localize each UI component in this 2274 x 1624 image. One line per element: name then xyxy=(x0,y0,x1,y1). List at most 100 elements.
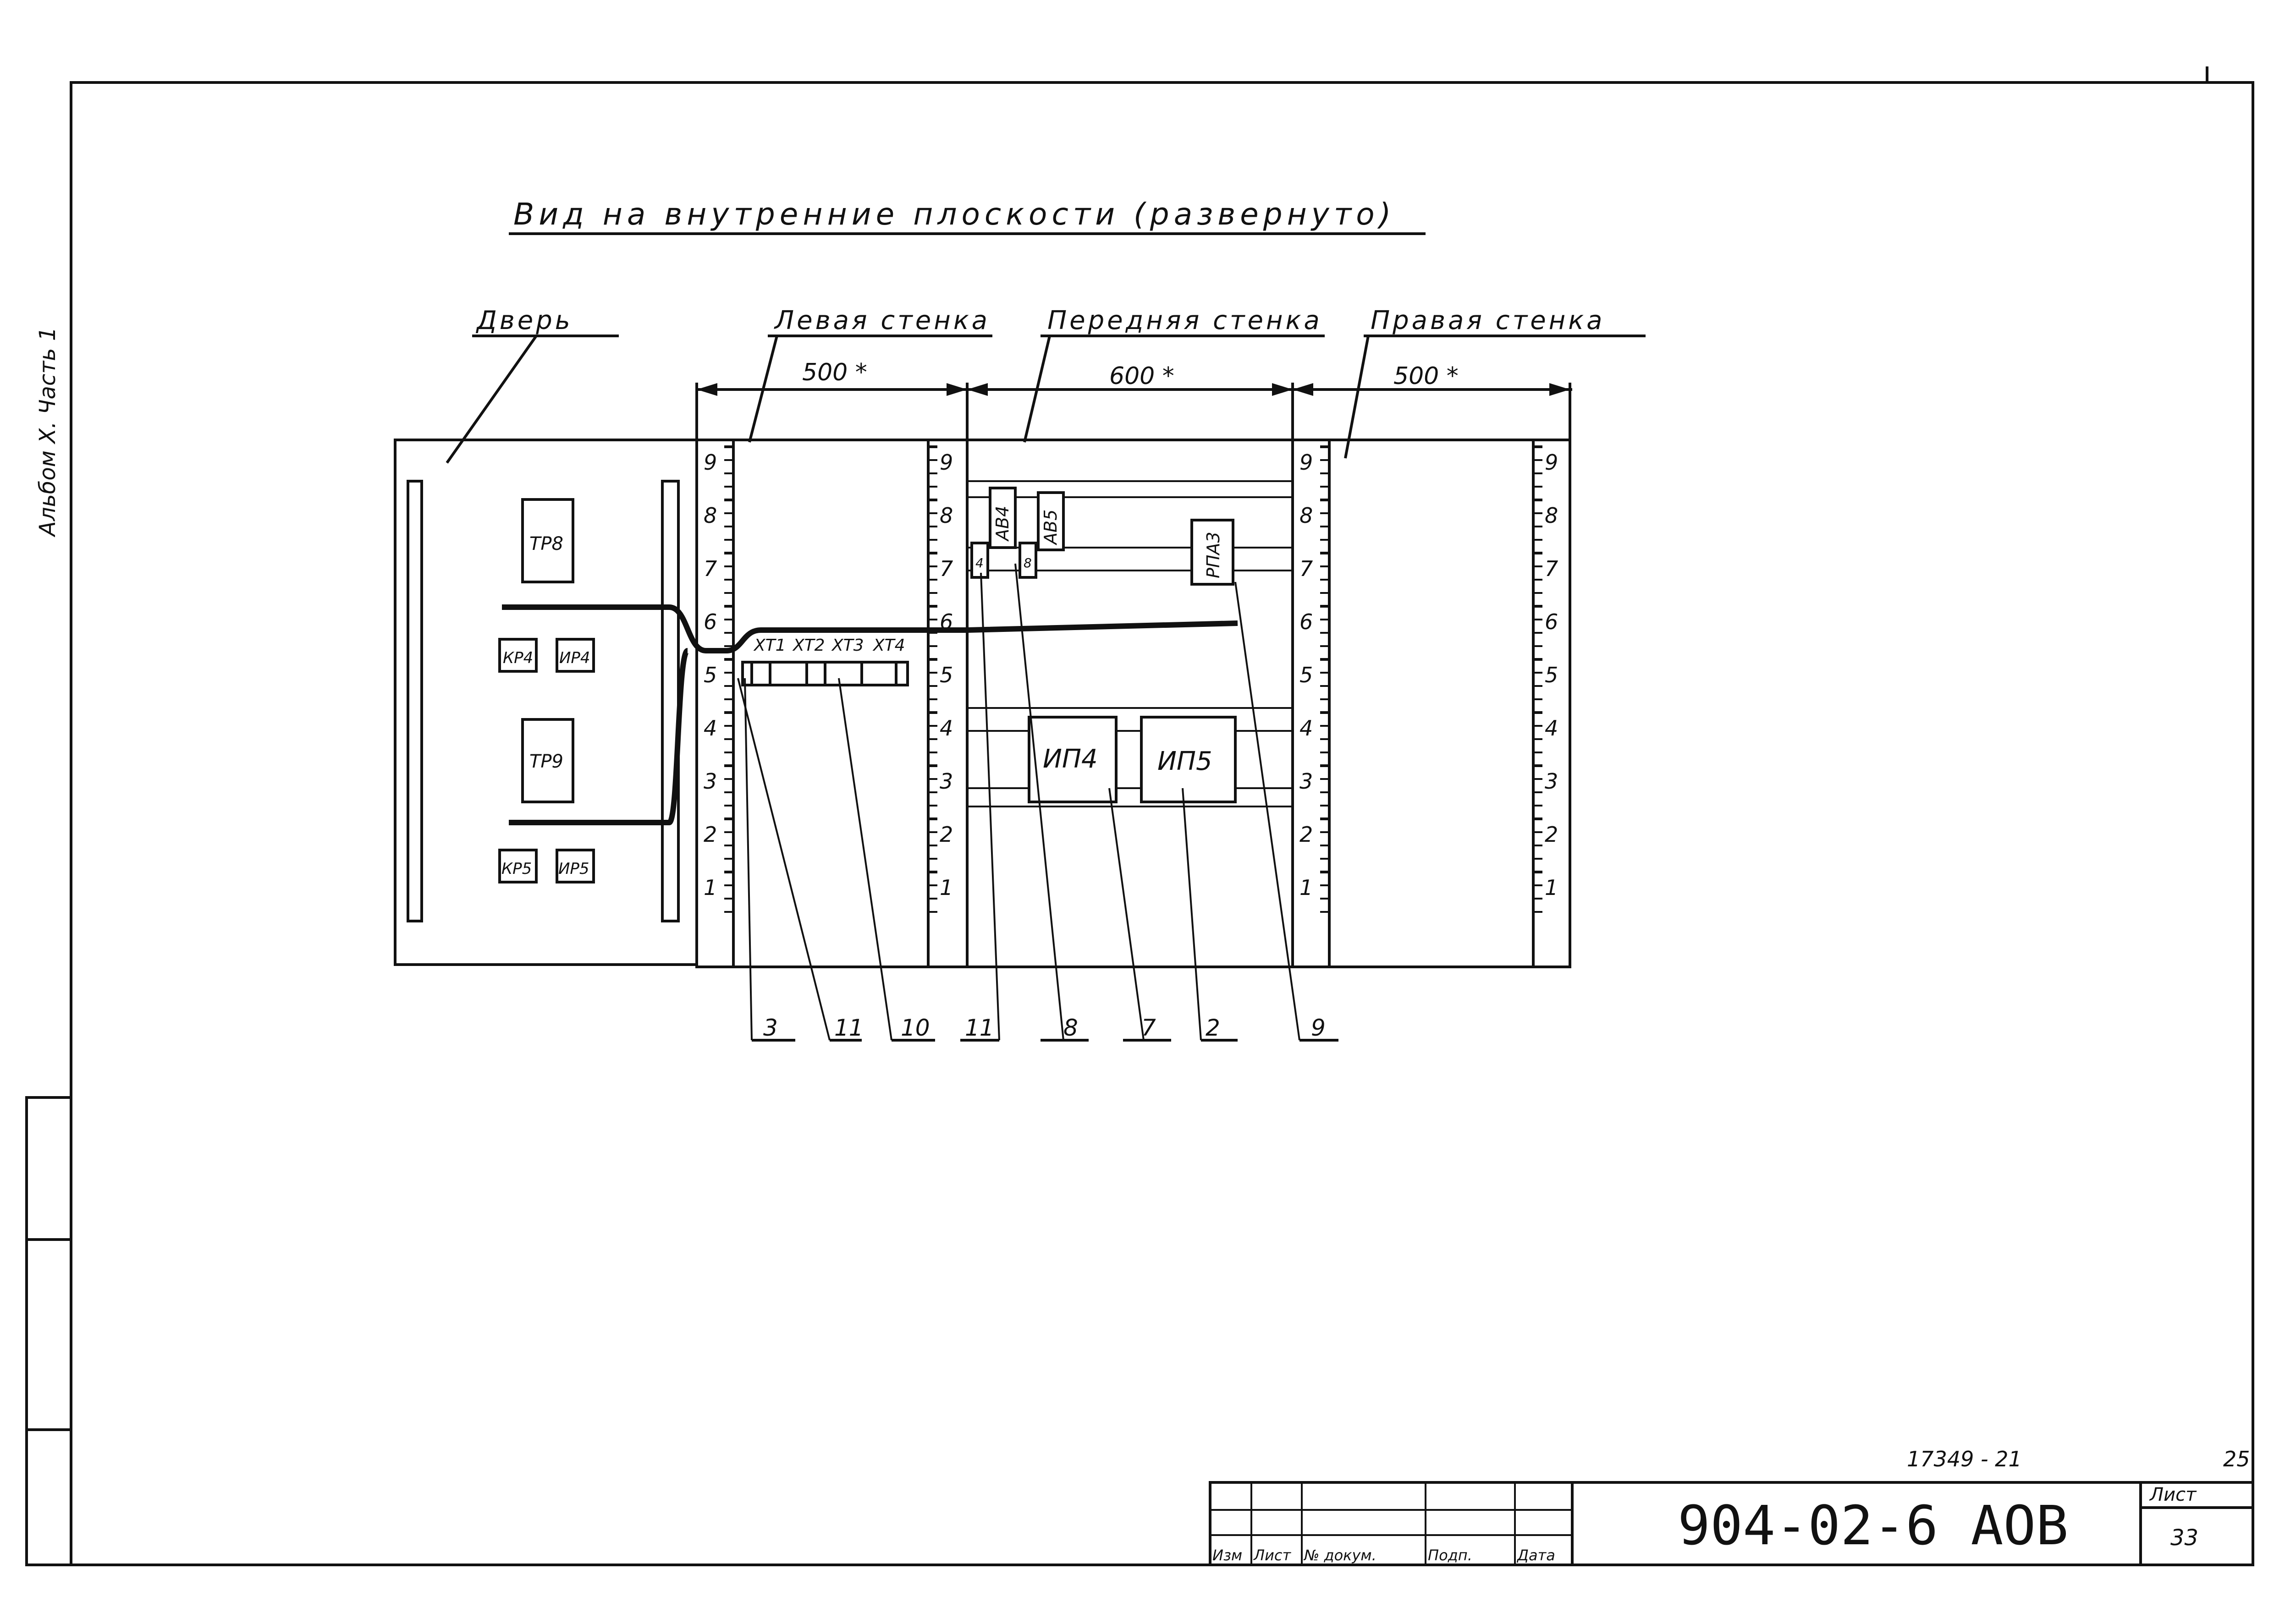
ip5-component xyxy=(1140,716,1237,803)
scale-left-wall-outer-9: 9 xyxy=(704,450,717,475)
col-sign: Подп. xyxy=(1428,1547,1472,1564)
scale-left-wall-inner-9: 9 xyxy=(940,450,953,475)
scale-left-wall-outer-8: 8 xyxy=(704,503,717,528)
scale-right-wall-outer-1: 1 xyxy=(1299,875,1313,900)
scale-left-wall-outer-2: 2 xyxy=(704,822,717,847)
left-wall-panel xyxy=(695,439,969,968)
leader-lines xyxy=(737,563,1300,1041)
scale-left-wall-outer-1: 1 xyxy=(704,875,717,900)
scale-right-wall-inner-2: 2 xyxy=(1545,822,1558,847)
callout-10: 10 xyxy=(901,1015,930,1041)
xt3-label: XT3 xyxy=(831,636,864,655)
xt2-label: XT2 xyxy=(792,636,825,655)
kr5-label: КР5 xyxy=(501,860,532,878)
rpa3-label: РПА3 xyxy=(1203,532,1223,578)
av5-label: АВ5 xyxy=(1041,510,1061,546)
col-list: Лист xyxy=(1253,1547,1291,1564)
designation: 904-02-6 АОВ xyxy=(1678,1494,2069,1557)
scale-right-wall-outer-7: 7 xyxy=(1299,556,1313,581)
scale-right-wall-inner-1: 1 xyxy=(1545,875,1558,900)
scale-left-wall-inner-8: 8 xyxy=(940,503,953,528)
ir4-component xyxy=(556,638,595,673)
dimension-left: 500 * xyxy=(802,359,867,386)
callout-8: 8 xyxy=(1063,1015,1078,1041)
tr8-label: ТР8 xyxy=(529,533,563,554)
front-wall-components: 4 8 АВ4 АВ5 РПА3 ИП4 ИП5 xyxy=(970,487,1237,803)
small-block-left xyxy=(970,542,989,579)
right-wall-panel xyxy=(1291,439,1571,968)
callout-2: 2 xyxy=(1206,1015,1220,1041)
drawing-title: Вид на внутренние плоскости (развернуто) xyxy=(513,197,1395,232)
dimension-lines: 500 * 600 * 500 * xyxy=(695,359,1572,440)
scale-right-wall-inner-4: 4 xyxy=(1545,716,1558,741)
scale-left-wall-inner-3: 3 xyxy=(940,769,953,794)
scale-left-wall-outer-5: 5 xyxy=(704,663,717,687)
scale-right-wall-outer-2: 2 xyxy=(1299,822,1313,847)
callout-3: 3 xyxy=(763,1015,778,1041)
left-wall-header: Левая стенка xyxy=(774,306,990,335)
scale-left-wall-outer-3: 3 xyxy=(704,769,717,794)
col-doc: № докум. xyxy=(1303,1547,1377,1564)
terminal-strip: XT1 XT2 XT3 XT4 xyxy=(741,636,909,686)
scale-left-wall-outer-4: 4 xyxy=(704,716,717,741)
door-panel: ТР8 КР4 ИР4 ТР9 КР5 ИР5 xyxy=(394,439,698,966)
side-label: Альбом X. Часть 1 xyxy=(35,327,61,538)
callout-7: 7 xyxy=(1141,1015,1156,1041)
scale-right-wall-inner-3: 3 xyxy=(1545,769,1558,794)
ir5-label: ИР5 xyxy=(558,860,589,878)
front-wall-panel xyxy=(966,439,1294,968)
scale-right-wall-inner-7: 7 xyxy=(1545,556,1558,581)
callout-shelves: 3 11 10 11 8 7 2 9 xyxy=(752,1015,1338,1042)
callout-11-a: 11 xyxy=(834,1015,864,1041)
right-wall-header: Правая стенка xyxy=(1371,306,1605,335)
col-izm: Изм xyxy=(1212,1547,1242,1564)
scale-left-wall-inner-1: 1 xyxy=(940,875,953,900)
callout-11-b: 11 xyxy=(965,1015,994,1041)
rpa3-component xyxy=(1190,519,1234,586)
scale-left-wall-inner-5: 5 xyxy=(940,663,953,687)
xt4-label: XT4 xyxy=(872,636,905,655)
cable-runs xyxy=(502,604,1238,825)
scale-right-wall-outer-3: 3 xyxy=(1299,769,1313,794)
kr4-label: КР4 xyxy=(503,649,533,667)
scale-left-wall-inner-4: 4 xyxy=(940,716,953,741)
av5-component xyxy=(1037,491,1065,551)
ip4-label: ИП4 xyxy=(1043,744,1098,774)
title-block: Изм Лист № докум. Подп. Дата 904-02-6 АО… xyxy=(1209,1447,2254,1566)
scale-right-wall-inner-8: 8 xyxy=(1545,503,1558,528)
scale-right-wall-outer-8: 8 xyxy=(1299,503,1313,528)
page-number: 25 xyxy=(2223,1447,2250,1471)
scale-right-wall-outer-5: 5 xyxy=(1299,663,1313,687)
tr8-component xyxy=(521,498,574,583)
dimension-right: 500 * xyxy=(1393,362,1459,390)
scale-right-wall-outer-6: 6 xyxy=(1299,609,1313,634)
sheet-label: Лист xyxy=(2149,1484,2197,1505)
av4-component xyxy=(989,487,1017,549)
kr4-component xyxy=(498,638,538,673)
front-wall-header: Передняя стенка xyxy=(1047,306,1322,335)
tr9-label: ТР9 xyxy=(529,751,563,772)
small-block-right-label: 8 xyxy=(1024,555,1032,571)
sheet-number: 33 xyxy=(2170,1525,2198,1551)
dimension-front: 600 * xyxy=(1109,362,1174,390)
section-headers: Дверь Левая стенка Передняя стенка Права… xyxy=(446,306,1646,464)
ip5-label: ИП5 xyxy=(1157,746,1212,776)
scale-right-wall-inner-5: 5 xyxy=(1545,663,1558,687)
scale-left-wall-inner-2: 2 xyxy=(940,822,953,847)
tr9-component xyxy=(521,718,574,803)
sheet-frame xyxy=(25,66,2254,1566)
kr5-component xyxy=(498,849,538,883)
door-header: Дверь xyxy=(475,306,573,335)
col-date: Дата xyxy=(1516,1547,1555,1564)
scale-right-wall-outer-9: 9 xyxy=(1299,450,1313,475)
callout-9: 9 xyxy=(1311,1015,1326,1041)
scale-left-wall-inner-7: 7 xyxy=(940,556,953,581)
code-number: 17349 - 21 xyxy=(1907,1447,2022,1471)
scale-right-wall-inner-6: 6 xyxy=(1545,609,1558,634)
scale-right-wall-inner-9: 9 xyxy=(1545,450,1558,475)
ir4-label: ИР4 xyxy=(559,649,590,667)
small-block-right xyxy=(1019,542,1037,579)
scale-left-wall-outer-7: 7 xyxy=(704,556,717,581)
